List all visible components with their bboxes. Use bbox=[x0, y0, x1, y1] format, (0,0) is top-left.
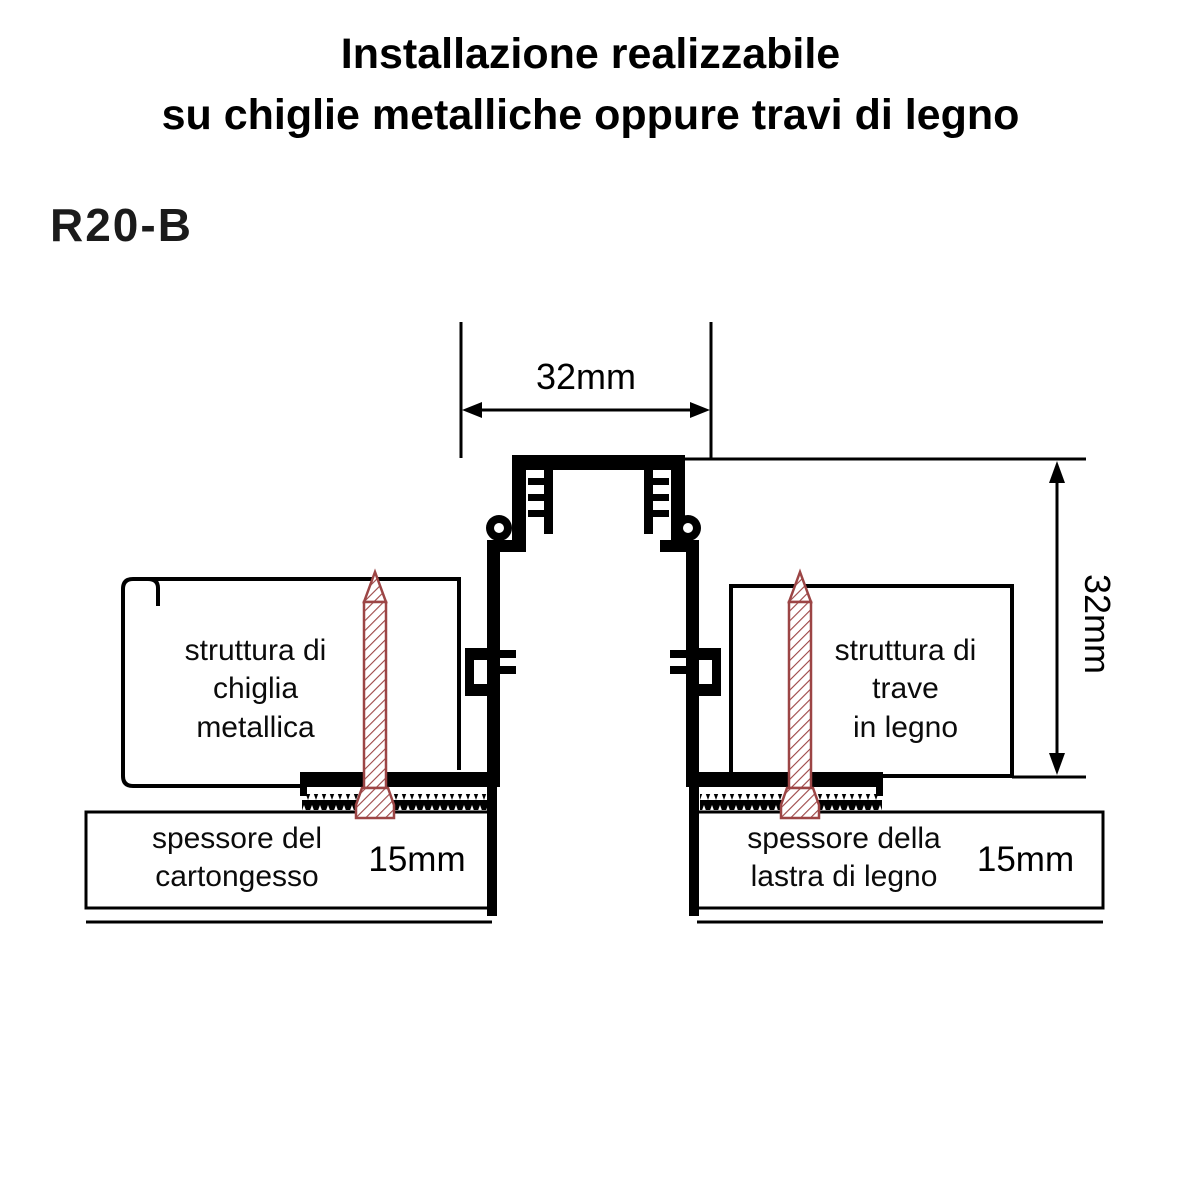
track-height-value: 32mm bbox=[1077, 573, 1118, 675]
plasterboard-label: spessore del cartongesso bbox=[103, 820, 371, 897]
metal-keel-label-line-1: struttura di bbox=[184, 634, 327, 667]
wood-beam-label-line-1: struttura di bbox=[834, 634, 977, 667]
wood-board-label-line-1: spessore della bbox=[747, 822, 941, 855]
screw-left-icon bbox=[354, 568, 396, 820]
wood-board-thickness-value: 15mm bbox=[976, 840, 1075, 879]
metal-keel-label: struttura di chiglia metallica bbox=[128, 632, 383, 747]
dim-line-track-width bbox=[459, 322, 713, 458]
wood-board-label-line-2: lastra di legno bbox=[750, 860, 938, 894]
metal-keel-label-line-3: metallica bbox=[196, 710, 315, 744]
screw-right-icon bbox=[779, 568, 821, 820]
dim-line-track-height bbox=[684, 457, 1086, 779]
track-profile bbox=[300, 455, 883, 916]
wood-board-label: spessore della lastra di legno bbox=[710, 820, 978, 897]
metal-keel-label-line-2: chiglia bbox=[212, 672, 299, 706]
metal-keel-outline bbox=[121, 577, 461, 788]
wood-beam-label: struttura di trave in legno bbox=[778, 632, 1033, 747]
page-title: Installazione realizzabile su chiglie me… bbox=[0, 24, 1181, 146]
title-line-1: Installazione realizzabile bbox=[340, 30, 841, 78]
wood-beam-label-line-2: trave bbox=[872, 672, 939, 706]
plasterboard-label-line-2: cartongesso bbox=[155, 860, 319, 894]
title-line-2: su chiglie metalliche oppure travi di le… bbox=[161, 91, 1020, 140]
serrated-strip-left bbox=[302, 794, 488, 810]
plasterboard-thickness-value: 15mm bbox=[368, 840, 466, 879]
model-code: R20-B bbox=[50, 199, 193, 251]
track-width-value: 32mm bbox=[535, 356, 637, 397]
plasterboard-label-line-1: spessore del bbox=[151, 822, 323, 855]
wood-beam-label-line-3: in legno bbox=[852, 710, 959, 744]
